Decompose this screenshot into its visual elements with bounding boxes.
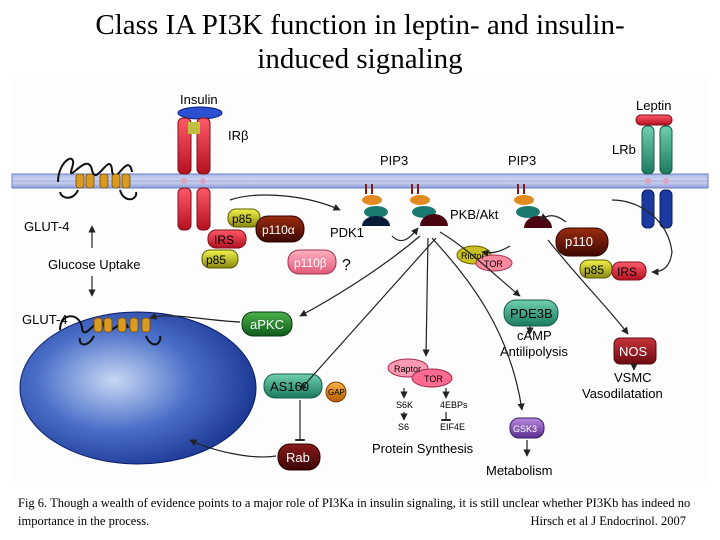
pdk1-label: PDK1 <box>330 225 364 240</box>
antilipolysis-label: Antilipolysis <box>500 344 568 359</box>
4ebp-label: 4EBPs <box>440 400 468 410</box>
gsk3-protein <box>509 417 545 439</box>
raptor-label: Raptor <box>394 364 421 374</box>
pi3k-complex-left <box>201 208 305 269</box>
p85-right-label: p85 <box>584 263 604 277</box>
p110-right-label: p110 <box>565 234 593 249</box>
raptor-tor-complex <box>387 358 453 388</box>
pip3-left-label: PIP3 <box>380 153 408 168</box>
title-line-2: induced signaling <box>257 43 463 75</box>
pip3-right-label: PIP3 <box>508 153 536 168</box>
irs-left-label: IRS <box>214 233 234 247</box>
apkc-label: aPKC <box>250 317 284 332</box>
tor-top-label: TOR <box>484 259 503 269</box>
tor-bottom-label: TOR <box>424 374 443 384</box>
page-title: Class IA PI3K function in leptin- and in… <box>0 8 720 76</box>
title-line-1: Class IA PI3K function in leptin- and in… <box>95 9 625 41</box>
vsmc-label: VSMC <box>614 370 652 385</box>
rab-protein <box>277 443 321 471</box>
as160-protein <box>263 373 323 399</box>
insulin-receptor <box>177 106 223 231</box>
protein-synthesis-label: Protein Synthesis <box>372 441 474 456</box>
rab-label: Rab <box>286 450 310 465</box>
apkc-protein <box>241 311 293 337</box>
caption-text: Fig 6. Though a wealth of evidence point… <box>18 496 691 528</box>
pdk1-cluster <box>362 195 390 226</box>
pi3k-complex-right <box>555 227 647 281</box>
p110a-label: p110α <box>262 223 295 237</box>
as160-label: AS160 <box>270 379 309 394</box>
leptin-label: Leptin <box>636 98 671 113</box>
pkb-akt-cluster-left <box>410 195 448 226</box>
pkb-akt-label: PKB/Akt <box>450 207 499 222</box>
plasma-membrane <box>11 173 709 189</box>
s6-label: S6 <box>398 422 409 432</box>
gap-label: GAP <box>328 388 345 397</box>
glut4-vesicle <box>19 311 257 465</box>
question-mark: ? <box>342 257 351 274</box>
vasodilatation-label: Vasodilatation <box>582 386 663 401</box>
gsk3-label: GSK3 <box>513 424 537 434</box>
glut4-membrane-transporter <box>57 157 138 201</box>
s6k-label: S6K <box>396 400 413 410</box>
ir-beta-label: IRβ <box>228 128 248 143</box>
glut4-vesicle-label: GLUT-4 <box>22 312 68 327</box>
p85-top-left-label: p85 <box>232 212 252 226</box>
irs-right-label: IRS <box>617 265 637 279</box>
glucose-uptake-label: Glucose Uptake <box>48 257 141 272</box>
nos-label: NOS <box>619 344 648 359</box>
metabolism-label: Metabolism <box>486 463 552 478</box>
leptin-receptor <box>635 114 673 229</box>
pip3-lipids <box>365 184 525 194</box>
camp-label: cAMP <box>517 328 552 343</box>
gap-domain <box>325 381 347 403</box>
p110b-label: p110β <box>294 256 327 270</box>
p85-bottom-left-label: p85 <box>206 253 226 267</box>
eif4e-label: EIF4E <box>440 422 465 432</box>
pde3b-label: PDE3B <box>510 306 553 321</box>
glut4-membrane-label: GLUT-4 <box>24 219 70 234</box>
figure-caption: Fig 6. Though a wealth of evidence point… <box>18 494 708 530</box>
pde3b-protein <box>503 299 559 327</box>
insulin-label: Insulin <box>180 92 218 107</box>
p110b-protein <box>287 249 337 275</box>
caption-reference: Hirsch et al J Endocrinol. 2007 <box>530 514 686 528</box>
lrb-label: LRb <box>612 142 636 157</box>
signaling-arrows <box>88 194 673 458</box>
